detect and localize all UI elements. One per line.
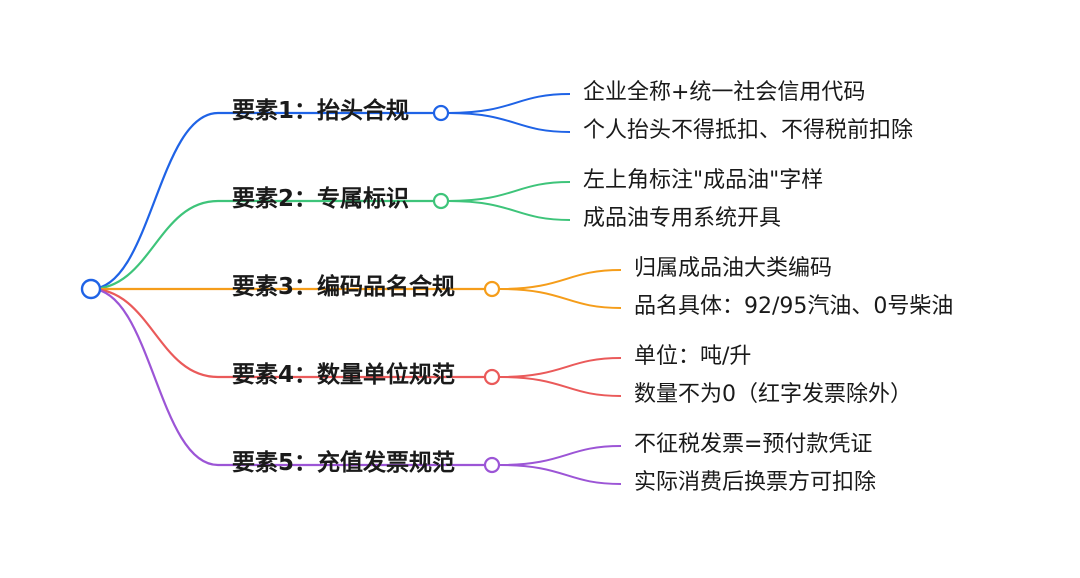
branch-connector-4 (90, 287, 484, 379)
branch-label-4[interactable]: 要素4：数量单位规范 (232, 362, 456, 388)
leaf-label-4-1[interactable]: 单位：吨/升 (634, 344, 752, 369)
leaf-connector-3-2 (498, 288, 622, 309)
leaf-label-1-1[interactable]: 企业全称+统一社会信用代码 (583, 80, 866, 105)
leaf-connector-4-2 (498, 376, 622, 397)
branch-node-1[interactable] (432, 104, 450, 122)
leaf-label-1-2[interactable]: 个人抬头不得抵扣、不得税前扣除 (583, 118, 914, 143)
leaf-label-2-1[interactable]: 左上角标注"成品油"字样 (583, 168, 824, 193)
branch-node-2[interactable] (432, 192, 450, 210)
branch-label-1[interactable]: 要素1：抬头合规 (232, 98, 410, 124)
branch-node-3[interactable] (483, 280, 501, 298)
leaf-connector-5-1 (498, 445, 622, 466)
branch-node-4[interactable] (483, 368, 501, 386)
leaf-label-3-2[interactable]: 品名具体：92/95汽油、0号柴油 (634, 294, 954, 319)
leaf-connector-4-1 (498, 357, 622, 378)
branch-label-5[interactable]: 要素5：充值发票规范 (232, 450, 456, 476)
leaf-connector-2-1 (447, 181, 571, 202)
leaf-label-2-2[interactable]: 成品油专用系统开具 (583, 206, 782, 231)
branch-connector-1 (90, 111, 433, 291)
root-node[interactable] (80, 278, 102, 300)
branch-connector-5 (90, 287, 484, 467)
leaf-label-5-1[interactable]: 不征税发票=预付款凭证 (634, 432, 873, 457)
leaf-connector-5-2 (498, 464, 622, 485)
leaf-connector-3-1 (498, 269, 622, 290)
branch-connector-2 (90, 199, 433, 291)
leaf-connector-1-1 (447, 93, 571, 114)
branch-label-3[interactable]: 要素3：编码品名合规 (232, 274, 456, 300)
branch-label-2[interactable]: 要素2：专属标识 (232, 186, 410, 212)
leaf-connector-2-2 (447, 200, 571, 221)
branch-node-5[interactable] (483, 456, 501, 474)
leaf-connector-1-2 (447, 112, 571, 133)
leaf-label-5-2[interactable]: 实际消费后换票方可扣除 (634, 470, 877, 495)
leaf-label-3-1[interactable]: 归属成品油大类编码 (634, 256, 833, 281)
leaf-label-4-2[interactable]: 数量不为0（红字发票除外） (634, 382, 912, 407)
